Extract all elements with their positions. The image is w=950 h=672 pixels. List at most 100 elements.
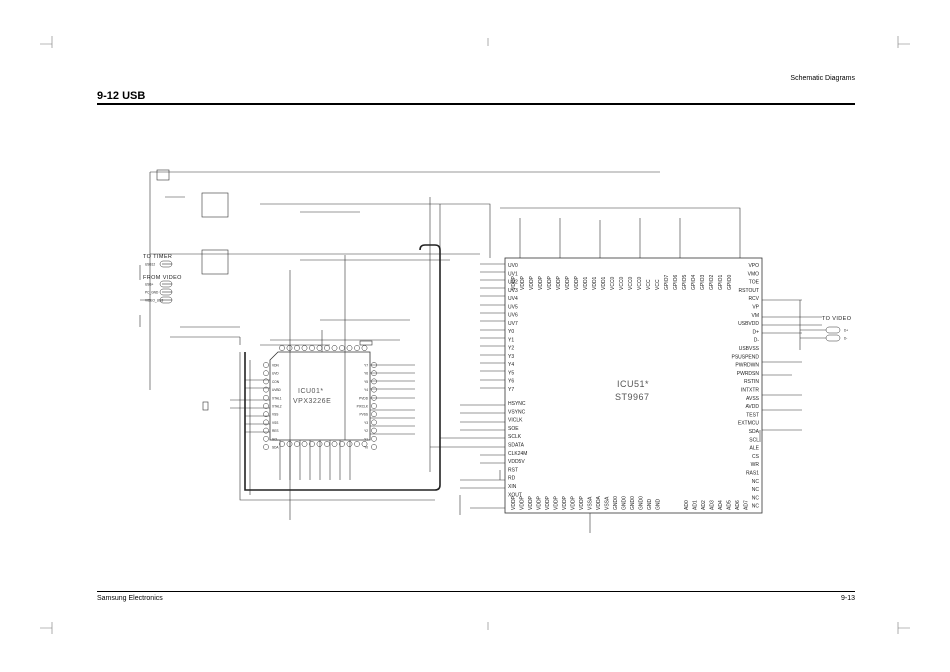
icu01-pin <box>354 345 360 351</box>
icu51-pin-label: CS <box>752 454 760 460</box>
crop-marks <box>40 36 910 634</box>
icu01-pin-label: Y6 <box>364 372 368 376</box>
connector-pin <box>159 288 173 296</box>
icu51-pin-label: GND0 <box>630 496 636 510</box>
icu01-pin <box>331 441 338 447</box>
title-rule <box>97 103 855 105</box>
icu01-pin-label: Y2 <box>364 429 368 433</box>
icu51-pin-label: VDDP <box>545 495 551 510</box>
icu01-pin-label: PVSS <box>359 413 368 417</box>
icu51-pin-label: VDDP <box>537 495 543 510</box>
icu51-pin-label: GPIO6 <box>673 274 679 290</box>
icu01-pin <box>301 441 308 447</box>
icu01-pin <box>371 386 377 393</box>
icu01-pin <box>263 411 269 418</box>
icu51-pin-label: Y2 <box>508 346 514 352</box>
icu51-pin-label: INTXTR <box>741 388 759 394</box>
icu51-pin-label: GND <box>647 499 653 511</box>
icu01-pin <box>279 345 285 351</box>
icu51-pin-label: VDD1 <box>592 276 598 290</box>
icu51-pin-label: GPIO0 <box>727 274 733 290</box>
small-ics <box>156 169 373 411</box>
icu51-pin-label: RSTOUT <box>739 288 759 294</box>
icu51-pin-label: VSSA <box>588 496 594 510</box>
connector-pin-label: PC_GND <box>145 291 159 295</box>
icu51-pin-label: Y7 <box>508 387 514 393</box>
icu51-pin-label: Y6 <box>508 379 514 385</box>
icu51-pin-label: AD5 <box>727 500 733 510</box>
icu51-pin-label: NC <box>752 487 760 493</box>
icu01-pin <box>301 345 308 351</box>
icu01-pin <box>309 345 315 351</box>
icu51-pin-label: WR <box>751 462 760 468</box>
icu51-pin-label: XIN <box>508 484 517 490</box>
icu51-pin-label: TOE <box>749 280 760 286</box>
icu51-pin-label: NC <box>752 504 760 510</box>
icu51-pin-label: VSSA <box>605 496 611 510</box>
icu51-pin-label: UV5 <box>508 304 518 310</box>
icu01-pin <box>263 427 269 434</box>
icu51-pin-label: XOUT <box>508 492 522 498</box>
icu51-pin-label: VDDP <box>547 275 553 290</box>
icu51-pin-label: VDDP <box>520 495 526 510</box>
icu51-pin-label: VDDP <box>562 495 568 510</box>
icu01-pin <box>331 345 338 351</box>
icu51-pin-label: RAS1 <box>746 471 759 477</box>
icu51-pin-label: AD2 <box>701 500 707 510</box>
icu51-pin-label: GND0 <box>613 496 619 510</box>
to-video-label: TO VIDEO <box>822 316 852 322</box>
to-timer-label: TO TIMER <box>143 254 172 260</box>
icu51-pin-label: RST <box>508 467 518 473</box>
icu51-pin-label: AVSS <box>746 396 760 402</box>
icu51-pin-label: NC <box>752 495 760 501</box>
page-number: 9-13 <box>840 595 855 602</box>
icu51-pin-label: VPO <box>748 263 759 269</box>
icu51-pin-label: AD6 <box>735 500 741 510</box>
connector-pin-label: D+ <box>844 329 848 333</box>
icu51-pin-label: SDA <box>749 429 760 435</box>
icu01-pin <box>371 435 377 442</box>
icu01-pin <box>339 345 345 351</box>
icu51-pin-label: USBVDD <box>738 321 759 327</box>
icu01-pin <box>263 444 269 450</box>
icu01-ref: ICU01* <box>298 388 324 395</box>
icu01-pin <box>324 345 330 351</box>
icu01-pin <box>263 435 269 442</box>
icu01-pin-label: VSS <box>272 421 278 425</box>
icu51-pin-label: GPIO2 <box>709 274 715 290</box>
icu01-pin <box>354 441 360 447</box>
page-title: 9-12 USB <box>97 90 146 102</box>
icu01-pin <box>286 345 293 351</box>
icu01-chip-body <box>269 351 371 441</box>
icu51-pin-label: Y1 <box>508 337 514 343</box>
icu01-pin-label: PVDD <box>359 396 369 400</box>
icu51-pin-label: VDD5V <box>508 459 525 465</box>
icu01-pin <box>316 441 323 447</box>
icu51-pin-label: GND0 <box>639 496 645 510</box>
icu01-pin <box>263 419 269 426</box>
icu51-pin-label: VDDP <box>556 275 562 290</box>
icu51-pin-label: VP <box>752 305 759 311</box>
icu01-pin <box>346 441 353 447</box>
icu51-pin-label: PSUSPEND <box>731 354 759 360</box>
icu51-pin-label: VDDP <box>529 275 535 290</box>
icu51-pin-label: GND0 <box>622 496 628 510</box>
icu01-pin-label: Y0 <box>364 446 368 450</box>
icu51-pin-label: AVDD <box>745 404 759 410</box>
icu51-pin-label: VCC0 <box>610 276 616 290</box>
icu51-pin-label: VCC0 <box>637 276 643 290</box>
icu51-pin-label: Y0 <box>508 329 514 335</box>
icu51-pin-label: AD4 <box>718 500 724 510</box>
icu51-pin-label: ALE <box>750 446 760 452</box>
icu01-pin <box>294 345 300 351</box>
icu01-pin <box>371 419 377 426</box>
icu51-pin-label: CLK24M <box>508 451 527 457</box>
icu01-pin <box>324 441 330 447</box>
icu51-pin-label: VDDP <box>528 495 534 510</box>
connector-pin <box>159 280 173 288</box>
icu51-pin-label: GPIO3 <box>700 274 706 290</box>
footer-rule <box>97 591 855 592</box>
icu51-pin-label: VMO <box>748 271 760 277</box>
icu01-pin <box>316 345 323 351</box>
